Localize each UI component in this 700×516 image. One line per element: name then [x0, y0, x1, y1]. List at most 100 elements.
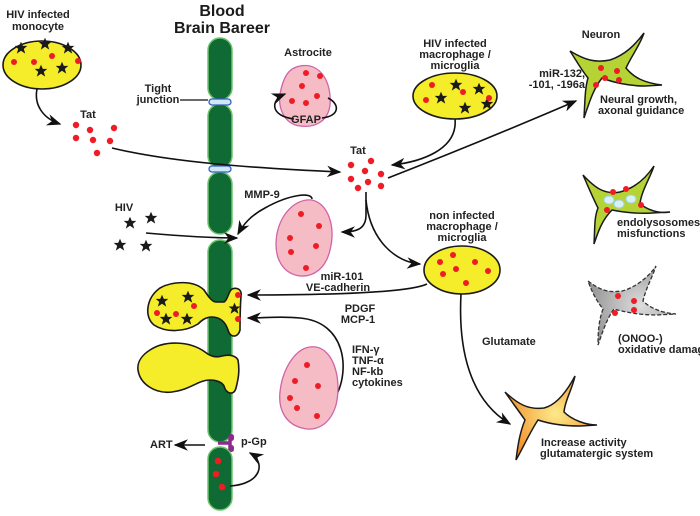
tat-dot	[485, 268, 491, 274]
tat-dot	[631, 298, 637, 304]
monocyte-transmigrating	[137, 342, 240, 394]
tat-dot	[347, 161, 355, 169]
tat-dot	[299, 83, 305, 89]
tat-dot	[287, 235, 293, 241]
tat-dot	[316, 223, 322, 229]
macrophage-cell	[423, 245, 501, 295]
tat-dot	[623, 186, 629, 192]
cytokines-label-line4: cytokines	[352, 377, 403, 389]
virus-star-icon	[123, 216, 137, 229]
tat-dot	[354, 184, 362, 192]
tat-dot	[317, 73, 323, 79]
neural-growth-label-line1: Neural growth,	[600, 94, 677, 106]
tat-dot	[288, 249, 294, 255]
tat-dot	[429, 82, 435, 88]
tat-dot	[294, 405, 300, 411]
mmp9-label: MMP-9	[244, 189, 279, 201]
endolysosome-label-line2: misfunctions	[617, 228, 685, 240]
oxidative-label-line1: (ONOO-)	[618, 333, 663, 345]
tat-dot	[463, 280, 469, 286]
neuron-body	[569, 32, 663, 119]
endolysosome-label-line1: endolysosomes	[617, 217, 700, 229]
tat-dot	[289, 98, 295, 104]
astrocyte-cell	[275, 199, 333, 277]
hiv-macrophage-label-line3: microglia	[431, 60, 481, 72]
tat-dot	[598, 65, 604, 71]
tat-dot	[235, 316, 241, 322]
cytokines-label-line2: TNF-α	[352, 355, 384, 367]
arrow-tat-to-pgp	[229, 452, 265, 487]
tat-dot	[615, 293, 621, 299]
non-infected-label-line3: microglia	[438, 232, 488, 244]
tat-dot	[86, 126, 94, 134]
bbb-title-line2: Brain Bareer	[174, 20, 270, 37]
glutamatergic-label-line1: Increase activity	[541, 437, 627, 449]
gfap-loop-arrow-right	[321, 97, 338, 119]
tat-dot	[347, 175, 355, 183]
monocyte-label-line1: HIV infected	[6, 9, 70, 21]
neuron-oxidative-damage: (ONOO-) oxidative damage	[586, 265, 700, 356]
tat-dot	[614, 68, 620, 74]
pdgf-label-line2: MCP-1	[341, 314, 375, 326]
tat-left-label: Tat	[80, 109, 96, 121]
tight-junction-label-line1: Tight	[145, 83, 172, 95]
glutamate-label: Glutamate	[482, 336, 536, 348]
neuron-label: Neuron	[582, 29, 621, 41]
endolysosome-vesicle	[625, 194, 637, 204]
tat-dot	[612, 310, 618, 316]
bbb-title-line1: Blood	[199, 3, 244, 20]
tat-dot	[616, 77, 622, 83]
tat-dot	[610, 189, 616, 195]
blood-brain-barrier: Blood Brain Bareer	[174, 3, 270, 511]
hiv-infected-macrophage: HIV infected macrophage / microglia	[412, 38, 498, 120]
arrow-monocyte-to-tat	[35, 88, 62, 126]
arrow-tat-to-non-infected-macrophage	[365, 199, 422, 269]
infected-cell-body	[147, 281, 242, 337]
tat-dot	[31, 59, 37, 65]
glutamatergic-label-line2: glutamatergic system	[540, 448, 653, 460]
tat-dot	[453, 266, 459, 272]
gfap-loop-arrow-left	[270, 93, 295, 120]
tat-dot	[72, 134, 80, 142]
non-infected-label-line2: macrophage /	[426, 221, 498, 233]
tight-junction-label-line2: junction	[136, 94, 180, 106]
tat-dot	[110, 124, 118, 132]
mir101-label-line1: miR-101	[321, 271, 364, 283]
mirna-label-line1: miR-132,	[539, 68, 585, 80]
mir101-label-line2: VE-cadherin	[306, 282, 370, 294]
non-infected-label-line1: non infected	[429, 210, 494, 222]
monocyte-cell	[2, 40, 82, 90]
tat-dot	[75, 58, 81, 64]
tat-dot	[303, 265, 309, 271]
tat-dot	[361, 167, 369, 175]
tat-dot	[631, 307, 637, 313]
arrow-tat-to-astrocyte	[340, 192, 367, 238]
tat-dot	[604, 207, 610, 213]
arrow-mir101-to-bbb	[246, 283, 428, 301]
tat-dot	[11, 59, 17, 65]
hiv-macrophage-label-line2: macrophage /	[419, 49, 491, 61]
tat-dot	[437, 259, 443, 265]
tat-left-cluster: Tat	[72, 109, 118, 157]
tat-dot	[191, 303, 197, 309]
neuron-healthy: Neuron miR-132, -101, -196a Neural growt…	[529, 29, 684, 119]
tat-dot	[212, 470, 220, 478]
endolysosome-vesicle	[603, 195, 615, 205]
macrophage-cell	[412, 72, 498, 120]
arrow-cytokines-to-bbb	[246, 312, 344, 397]
arrow-hiv-across-bbb	[145, 232, 239, 244]
endothelial-cell-5	[207, 446, 233, 511]
tat-dot	[235, 292, 241, 298]
tat-dot	[49, 53, 55, 59]
tat-dot	[304, 362, 310, 368]
tat-dot	[486, 95, 492, 101]
virus-star-icon	[144, 211, 158, 224]
gfap-label: GFAP	[291, 114, 321, 126]
tat-dot	[303, 70, 309, 76]
tat-dot	[423, 97, 429, 103]
astrocyte-label: Astrocite	[284, 47, 332, 59]
tat-dot	[298, 211, 304, 217]
tat-dot	[367, 157, 375, 165]
neuron-body	[504, 375, 598, 461]
arrow-macrophage-to-tat	[390, 118, 456, 170]
